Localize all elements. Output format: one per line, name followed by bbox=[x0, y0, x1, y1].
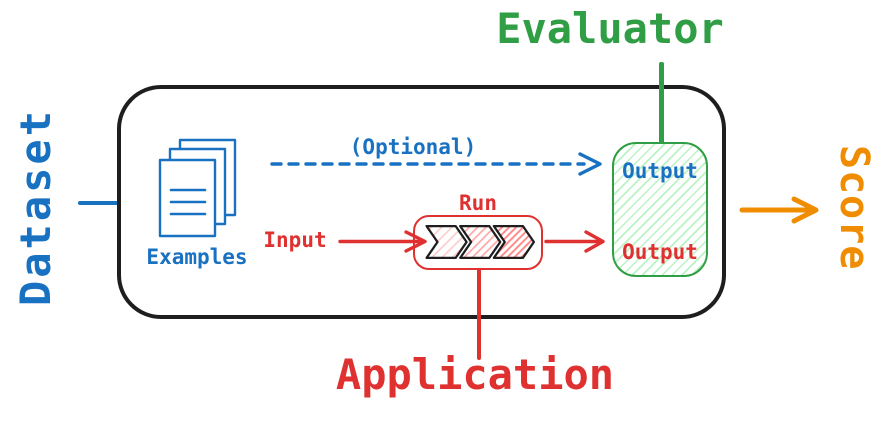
score-label-wrap: Score bbox=[824, 144, 884, 272]
process-chevrons-icon bbox=[425, 224, 535, 260]
chevron-step-1 bbox=[425, 224, 468, 260]
chevron-step-3 bbox=[492, 224, 535, 260]
examples-label: Examples bbox=[146, 245, 248, 269]
optional-dashed-arrow bbox=[270, 152, 602, 176]
input-arrow bbox=[338, 230, 427, 253]
evaluator-label: Evaluator bbox=[496, 4, 724, 53]
reference-output-label: Output bbox=[622, 159, 698, 183]
score-label: Score bbox=[831, 145, 877, 271]
dataset-label: Dataset bbox=[11, 108, 60, 307]
dataset-label-wrap: Dataset bbox=[4, 85, 68, 330]
document-page-front bbox=[158, 158, 217, 238]
dataset-connector-line bbox=[78, 201, 118, 205]
score-arrow bbox=[739, 196, 819, 224]
document-text-lines bbox=[169, 188, 207, 216]
run-output-arrow bbox=[544, 230, 605, 253]
application-label: Application bbox=[335, 350, 615, 399]
run-label: Run bbox=[459, 191, 497, 215]
evaluator-output-box: Output Output bbox=[612, 142, 708, 277]
run-output-label: Output bbox=[622, 240, 698, 264]
optional-label: (Optional) bbox=[349, 135, 477, 159]
evaluator-connector-line bbox=[659, 62, 664, 144]
examples-documents-icon bbox=[158, 138, 237, 238]
run-box bbox=[413, 215, 543, 270]
application-connector-line bbox=[477, 268, 481, 360]
chevron-step-2 bbox=[459, 224, 502, 260]
input-label: Input bbox=[263, 228, 327, 252]
